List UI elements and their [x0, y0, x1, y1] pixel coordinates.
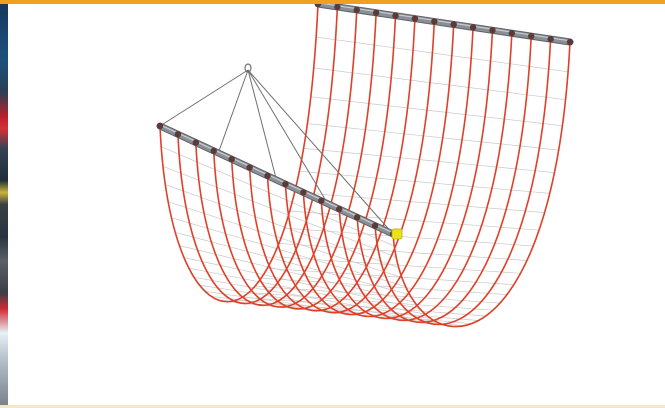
rope-line [313, 67, 566, 101]
sling-line [247, 69, 277, 181]
lifting-ring [244, 63, 252, 73]
net-rib [356, 36, 533, 324]
bar-joint [469, 24, 477, 31]
accent-bar [0, 0, 665, 4]
bar-joint [264, 172, 271, 180]
net-rib [195, 9, 358, 306]
lifting-sling [159, 63, 394, 235]
bar-joint [246, 164, 253, 171]
bar-joint [192, 139, 200, 146]
net-rib [302, 27, 474, 318]
net-rib [338, 33, 513, 322]
rope-line [167, 201, 403, 278]
bar-joint [228, 156, 235, 163]
rope-line [183, 257, 420, 309]
rope-line [248, 292, 493, 311]
net-rib [374, 39, 552, 326]
rope-line [303, 148, 555, 173]
bar-joint [528, 32, 535, 40]
net-rib [320, 30, 494, 320]
net-rib [392, 41, 571, 328]
bar-joint [353, 214, 361, 221]
bar-joint [353, 6, 360, 14]
bar-joint [508, 30, 516, 37]
yellow-end-cap [391, 228, 403, 240]
sling-line [247, 69, 329, 205]
bar-joint [334, 4, 341, 11]
rope-line [188, 267, 426, 315]
bar-joint [450, 21, 457, 28]
bar-joint [371, 222, 379, 229]
rope-line [194, 276, 432, 320]
sling-line [217, 69, 249, 154]
bar-joint [314, 4, 322, 8]
end-cap [391, 228, 403, 240]
rope-line [294, 191, 545, 213]
rope-line [179, 245, 415, 303]
net-rib [284, 24, 455, 316]
net-rope-lines [161, 36, 569, 327]
net-rib [248, 18, 416, 312]
rope-line [261, 277, 508, 295]
bar-joint [156, 122, 164, 130]
bar-joint [336, 205, 343, 213]
rope-line [242, 296, 486, 317]
bar-joint [210, 147, 217, 155]
rope-line [161, 146, 395, 247]
sling-line [247, 69, 394, 235]
bar-joint [318, 197, 325, 204]
net-illustration [156, 4, 574, 328]
bar-joint [411, 15, 419, 22]
rope-line [289, 210, 540, 231]
net-rib [177, 6, 339, 305]
illustration-area [8, 4, 665, 405]
bar-joint [300, 189, 307, 196]
bar-joint [489, 27, 496, 34]
back-spreader-bar [314, 4, 574, 46]
left-edge-photo-strip [0, 4, 8, 405]
bottom-edge [0, 405, 665, 408]
rope-line [278, 243, 528, 261]
bar-joint [282, 180, 289, 188]
rope-line [175, 231, 410, 296]
rope-line [316, 36, 569, 73]
bar-joint [566, 38, 574, 46]
bar-joint [392, 12, 399, 19]
rope-line [235, 299, 479, 321]
rope-line [254, 285, 501, 304]
front-spreader-bar [156, 122, 397, 238]
rope-line [284, 227, 534, 247]
bar-joint [431, 18, 438, 25]
back-bar [315, 4, 573, 45]
rope-line [310, 96, 563, 127]
bar-joint [174, 131, 182, 138]
back-bar-highlight [321, 4, 571, 42]
net-rib [212, 12, 377, 308]
bar-joint [547, 35, 554, 43]
rope-line [267, 267, 514, 286]
sling-line [159, 69, 249, 127]
bar-joint [372, 9, 380, 16]
rope-line [165, 184, 399, 269]
net-rib [230, 15, 397, 310]
net-ribs [159, 4, 571, 328]
rope-line [307, 123, 559, 151]
net-rib [159, 4, 319, 303]
front-bar [157, 123, 396, 237]
